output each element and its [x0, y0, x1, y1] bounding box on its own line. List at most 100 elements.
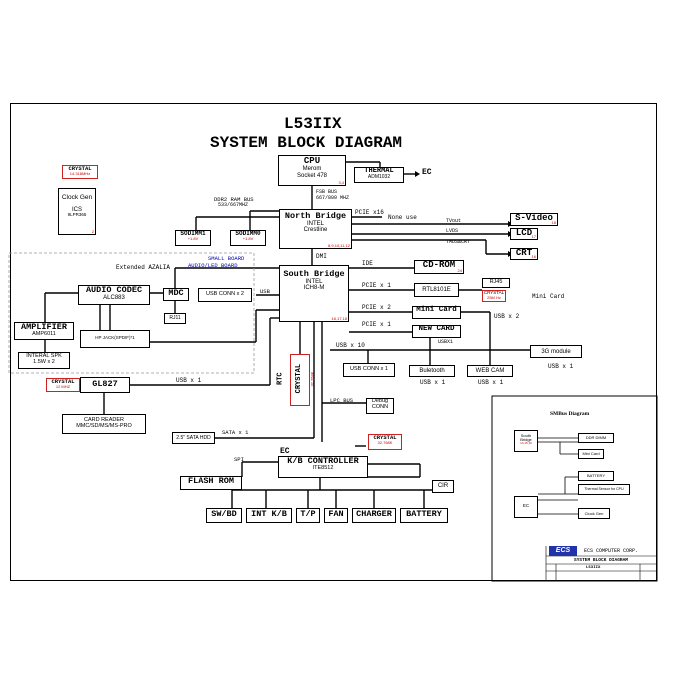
smbus-sb-ref: 14,15,16 — [520, 441, 532, 446]
svideo-name: S-Video — [515, 213, 553, 223]
crystal-card-block: CRYSTAL 12 MHZ — [46, 378, 80, 392]
small-board-label-1: SMALL BOARD — [208, 255, 245, 262]
amplifier-block: AMPLIFIER AMP6011 — [14, 322, 74, 340]
ext-azalia-label: Extended AZALIA — [116, 264, 171, 271]
rtc-freq: 32.768K — [309, 371, 315, 387]
smbus-ddr-name: DDR DIMM — [585, 435, 607, 440]
usbconn1-name: USB CONN x 1 — [350, 366, 388, 372]
rj11-block: RJ11 — [164, 313, 186, 324]
fan-block: FAN — [324, 508, 348, 523]
webcam-block: WEB CAM — [467, 365, 513, 377]
audio-codec-block: AUDIO CODEC ALC883 — [78, 285, 150, 305]
hp-jack-name: HP JACK(SPDIF)*1 — [95, 335, 135, 340]
mini-card-text: Mini Card — [532, 293, 565, 300]
tvout-label: TVout — [446, 218, 462, 224]
newcard-name: NEW CARD — [418, 325, 455, 333]
kbc-block: K/B CONTROLLER ITE8512 — [278, 456, 368, 478]
crystal-lan-block: CRYSTAL 25M Hz — [482, 290, 506, 302]
cardreader-line1: CARD READER — [83, 417, 125, 423]
crt-name: CRT — [515, 248, 533, 258]
ide-label: IDE — [362, 260, 373, 267]
nb-name: North Bridge — [284, 211, 347, 221]
crt-block: CRT 16 — [510, 248, 538, 260]
spi-label: SPI — [234, 456, 244, 463]
fan-name: FAN — [328, 509, 344, 519]
sata-hdd-block: 2.5" SATA HDD — [172, 432, 215, 444]
audio-codec-part: ALC883 — [103, 294, 125, 301]
webcam-name: WEB CAM — [475, 368, 505, 374]
hp-jack-block: HP JACK(SPDIF)*1 — [80, 330, 150, 348]
dmi-label: DMI — [316, 253, 327, 260]
tmds-label: TMDS&CRT — [446, 239, 471, 245]
smbus-ddr-block: DDR DIMM — [578, 433, 614, 443]
gl827-block: GL827 — [80, 377, 130, 393]
lcd-ref: 17 — [531, 233, 536, 239]
battery-block: BATTERY — [400, 508, 448, 523]
pcie16-label: PCIE x16 — [355, 209, 384, 216]
rj45-name: RJ45 — [489, 279, 503, 285]
ddr-label-1: DDR2 RAM BUS — [214, 196, 254, 203]
int-spk-line2: 1.5W x 2 — [33, 358, 55, 365]
smbus-sb-block: South Bridge 14,15,16 — [514, 430, 538, 452]
lcd-name: LCD — [515, 228, 533, 238]
kbc-ec-prefix: EC — [280, 447, 290, 456]
smbus-minicard-block: Mini Card — [578, 449, 604, 459]
sodimm1-block: SODIMM1 +1.8V — [175, 230, 211, 246]
ecs-logo-text: ECS — [555, 547, 571, 554]
sodimm0-sub: +1.8V — [242, 236, 254, 242]
smbus-clockgen-name: Clock Gen — [584, 511, 604, 516]
int-spk-line1: INTERAL SPK — [26, 353, 62, 359]
clockgen-ref: 2 — [91, 228, 94, 234]
cdrom-name: CD-ROM — [422, 260, 456, 270]
clockgen-line3: 9LPR365 — [67, 212, 87, 218]
rtc-crystal-block: RTC CRYSTAL 32.768K — [277, 354, 314, 406]
amplifier-name: AMPLIFIER — [21, 322, 67, 332]
int-spk-block: INTERAL SPK 1.5W x 2 — [18, 352, 70, 369]
lpc-label: LPC BUS — [330, 397, 354, 404]
clockgen-block: Clock Gen ICS 9LPR365 2 — [58, 188, 96, 235]
cir-block: CIR — [432, 480, 454, 493]
cpu-name: CPU — [303, 156, 321, 166]
sata-hdd-name: 2.5" SATA HDD — [176, 435, 211, 441]
smbus-battery-block: BATTERY — [578, 471, 614, 481]
svideo-ref: 18 — [551, 219, 556, 225]
smbus-sb-line2: Bridge — [520, 437, 532, 443]
sb-ref: 18,17,18 — [331, 315, 347, 321]
g3module-block: 3G module — [530, 345, 582, 358]
intkb-name: INT K/B — [251, 509, 287, 519]
usbconn1-block: USB CONN x 1 — [343, 363, 395, 377]
flashrom-name: FLASH ROM — [188, 476, 234, 486]
crystal-card-freq: 12 MHZ — [55, 383, 71, 389]
svideo-block: S-Video 18 — [510, 213, 558, 226]
bluetooth-block: Buletooth — [409, 365, 455, 377]
pcie-x1-b-label: PCIE x 1 — [362, 321, 391, 328]
sodimm1-sub: +1.8V — [187, 236, 199, 242]
crystal-lan-freq: 25M Hz — [487, 294, 501, 300]
rtc-line1: RTC — [276, 372, 285, 385]
cpu-block: CPU Merom Socket 478 3,4 — [278, 155, 346, 186]
cpu-ref: 3,4 — [338, 179, 344, 185]
charger-name: CHARGER — [356, 509, 392, 519]
cdrom-block: CD-ROM 24 — [414, 260, 464, 274]
flashrom-block: FLASH ROM — [180, 476, 242, 490]
amplifier-part: AMP6011 — [32, 330, 56, 337]
debug-line1: Debug — [371, 398, 389, 404]
pcie-x1-a-label: PCIE x 1 — [362, 282, 391, 289]
mdc-block: MDC — [163, 288, 189, 301]
smbus-battery-name: BATTERY — [586, 473, 606, 478]
smbus-title: SMBus Diagram — [550, 411, 590, 417]
company-name: ECS COMPUTER CORP. — [584, 548, 639, 554]
battery-name: BATTERY — [406, 509, 442, 519]
small-board-label-2: AUDIO/LED BOARD — [188, 262, 238, 269]
kbc-part: ITE8512 — [312, 464, 334, 471]
sodimm0-name: SODIMM0 — [235, 230, 261, 237]
bluetooth-name: Buletooth — [419, 368, 445, 374]
smbus-ec-name: EC — [522, 503, 530, 508]
swbd-name: SW/BD — [211, 509, 237, 519]
sb-line2: ICH8-M — [303, 285, 325, 292]
rtl-name: RTL8101E — [422, 287, 451, 293]
tp-block: T/P — [296, 508, 320, 523]
g3module-name: 3G module — [541, 349, 571, 355]
pcie-x2-label: PCIE x 2 — [362, 304, 391, 311]
